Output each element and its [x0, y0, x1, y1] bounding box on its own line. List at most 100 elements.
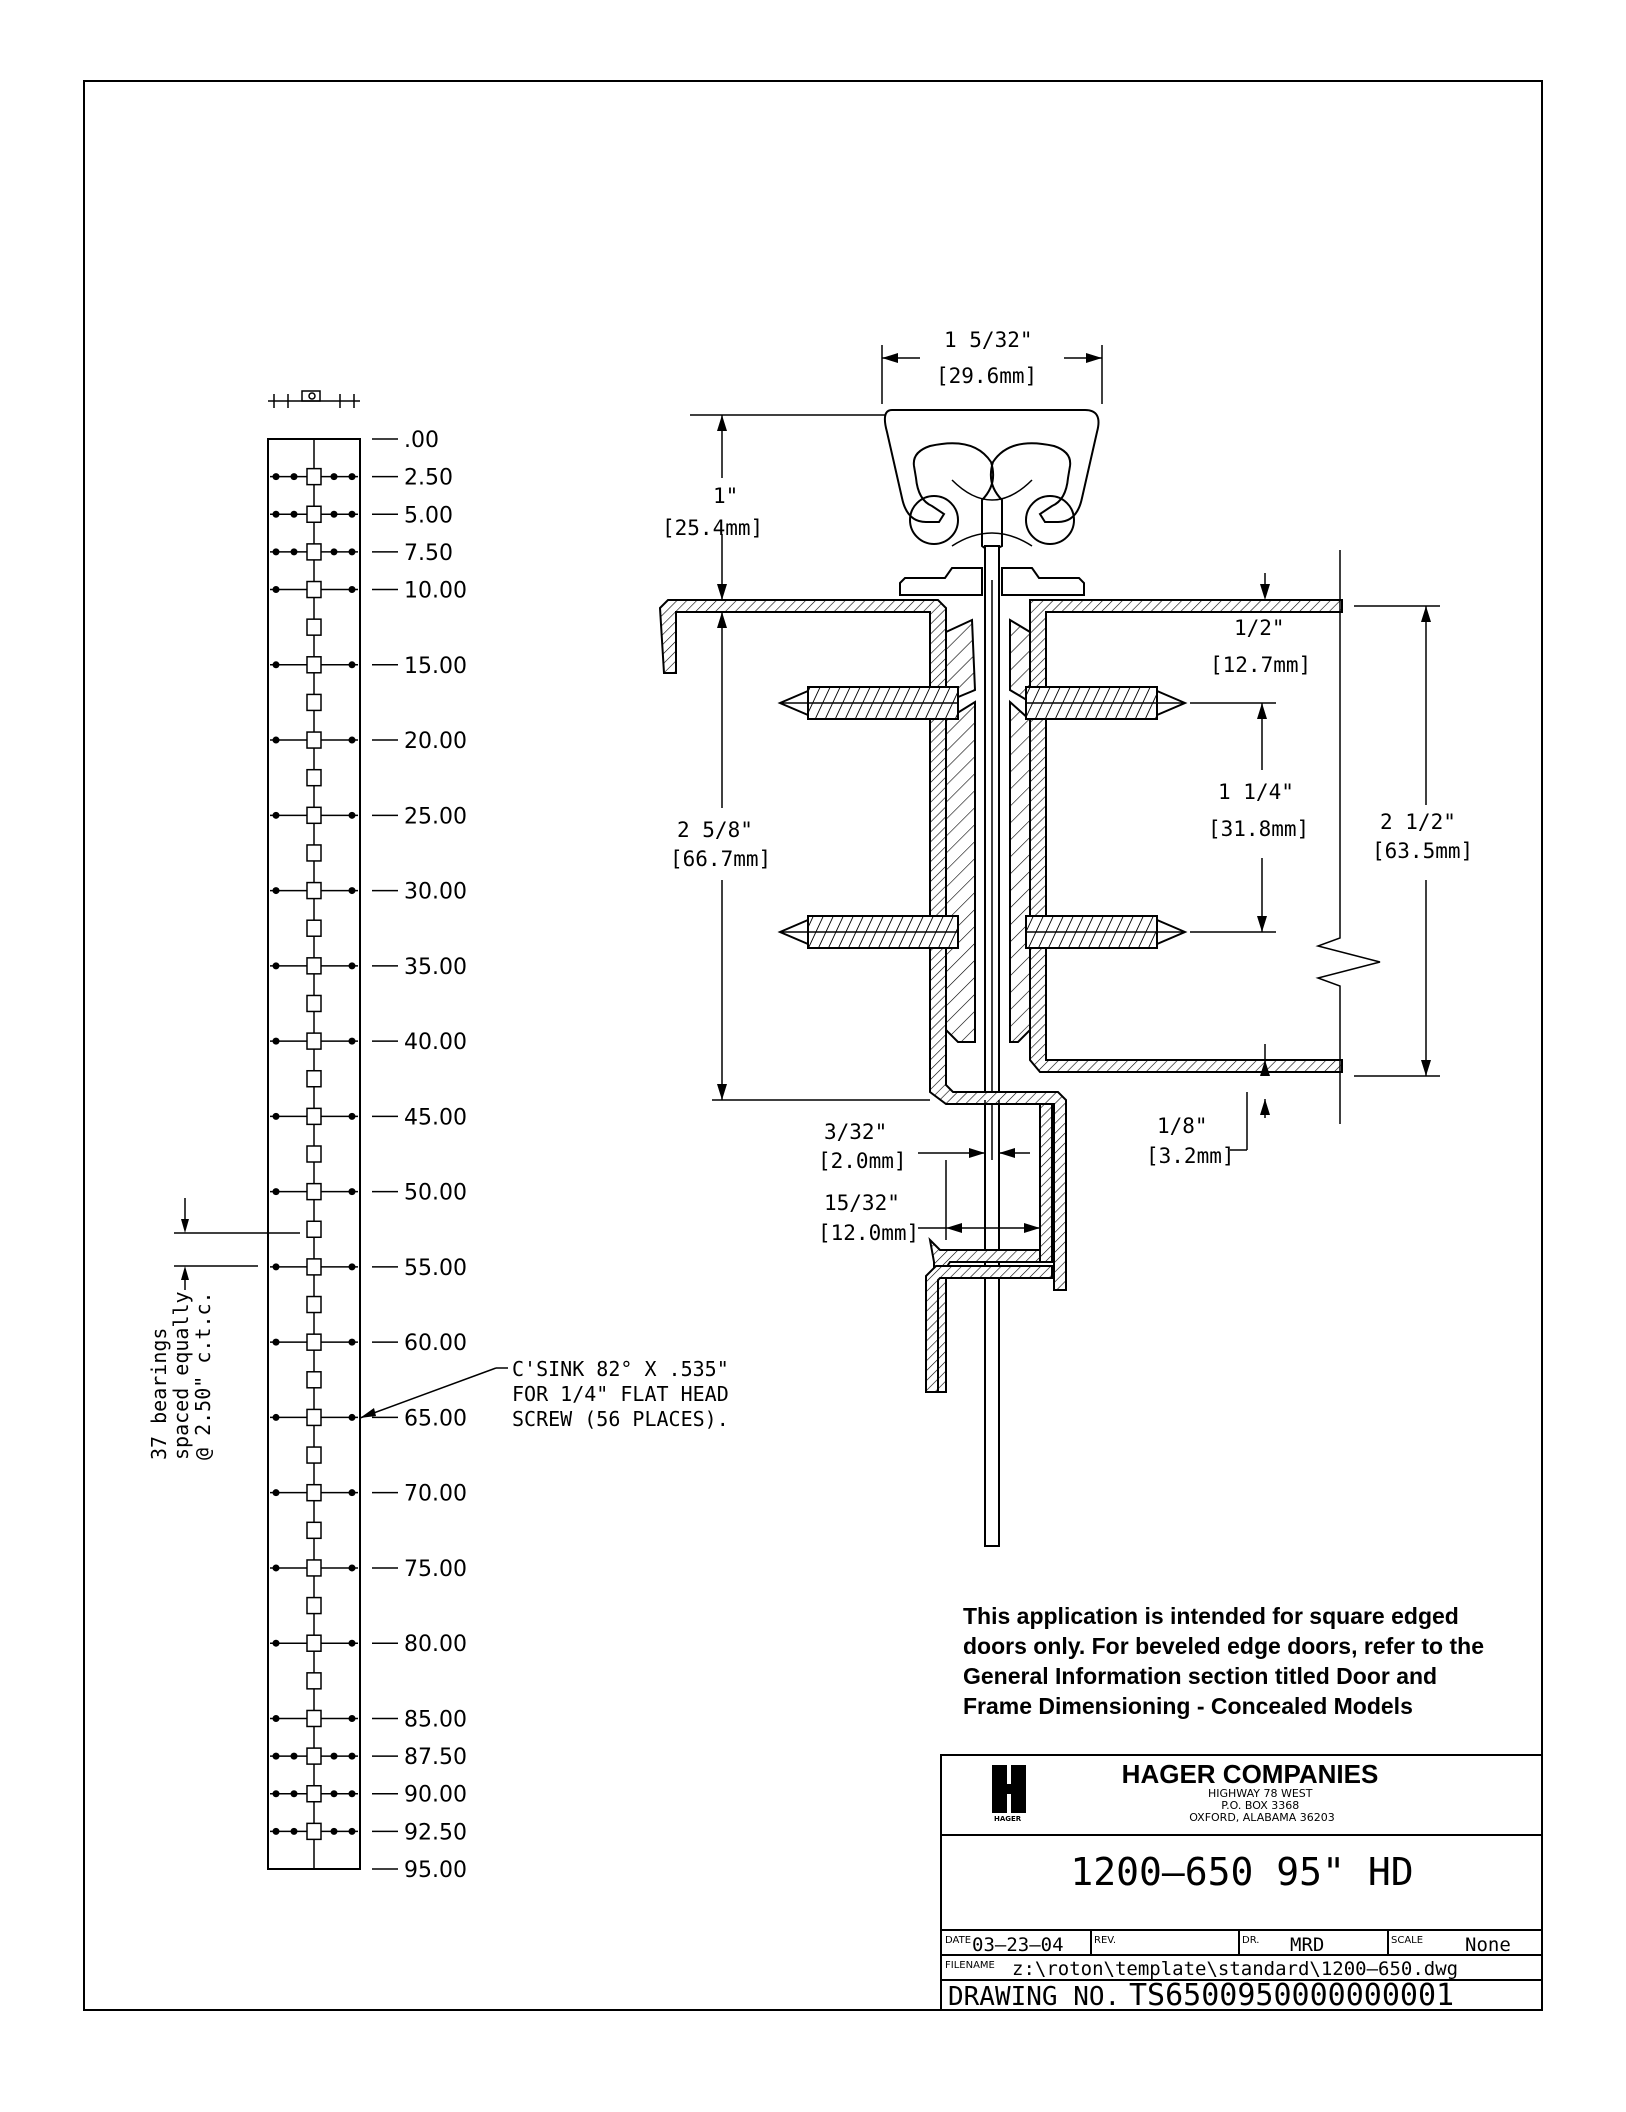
countersink-hole — [348, 661, 356, 669]
application-note: This application is intended for square … — [963, 1603, 1490, 1719]
bearing — [306, 731, 322, 749]
sheet-border — [83, 80, 1543, 2011]
station-label: 10.00 — [404, 579, 467, 604]
bearing — [306, 1032, 322, 1050]
countersink-hole — [330, 510, 338, 518]
countersink-hole — [348, 548, 356, 556]
station-label: 95.00 — [404, 1858, 467, 1883]
station-label: 75.00 — [404, 1557, 467, 1582]
station-mark: 60.00 — [270, 1331, 467, 1356]
bearing — [306, 806, 322, 825]
countersink-hole — [272, 1413, 280, 1421]
countersink-hole — [272, 586, 280, 594]
station-label: 7.50 — [404, 541, 453, 566]
station-mark: 10.00 — [270, 579, 467, 604]
knuckle-cover — [883, 409, 1100, 554]
svg-text:SCALE: SCALE — [1391, 1935, 1423, 1946]
bearing — [306, 1333, 322, 1351]
filename-value: z:\roton\template\standard\1200–650.dwg — [1012, 1958, 1458, 1980]
bearing — [306, 994, 322, 1013]
svg-text:DATE: DATE — [945, 1935, 971, 1946]
countersink-hole — [272, 1714, 280, 1722]
countersink-hole — [272, 661, 280, 669]
countersink-hole — [348, 473, 356, 481]
countersink-hole — [290, 1827, 298, 1835]
station-mark: 2.50 — [270, 466, 453, 491]
frame-left — [658, 599, 1067, 1291]
station-label: 87.50 — [404, 1745, 467, 1770]
dim-setback: 1/2" — [1234, 616, 1285, 640]
hinge-section-view — [658, 409, 1381, 1547]
countersink-hole — [330, 1790, 338, 1798]
drawing-number: TS6500950000000001 — [1129, 1978, 1454, 2013]
countersink-hole — [330, 1827, 338, 1835]
bearing — [306, 1408, 322, 1427]
svg-text:DR.: DR. — [1242, 1935, 1259, 1946]
scale-value: None — [1465, 1934, 1511, 1956]
station-label: 92.50 — [404, 1820, 467, 1845]
countersink-hole — [330, 1752, 338, 1760]
countersink-hole — [348, 1263, 356, 1271]
bearing — [306, 1371, 322, 1389]
bearing — [306, 505, 322, 524]
station-label: 30.00 — [404, 880, 467, 905]
countersink-hole — [348, 1489, 356, 1497]
countersink-hole — [272, 1037, 280, 1045]
station-mark: 7.50 — [270, 541, 453, 566]
bearing — [306, 768, 322, 787]
countersink-hole — [348, 1338, 356, 1346]
company-address: HIGHWAY 78 WEST P.O. BOX 3368 OXFORD, AL… — [1189, 1787, 1335, 1824]
station-mark: 35.00 — [270, 955, 467, 980]
countersink-hole — [272, 1112, 280, 1120]
dim-reveal: 1/8" — [1157, 1114, 1208, 1138]
countersink-hole — [348, 962, 356, 970]
svg-text:FILENAME: FILENAME — [945, 1960, 995, 1971]
countersink-hole — [348, 1564, 356, 1572]
station-mark: 40.00 — [270, 1030, 467, 1055]
bearing — [306, 1634, 322, 1652]
bearing — [306, 1709, 322, 1728]
station-label: 50.00 — [404, 1181, 467, 1206]
bearing — [306, 1596, 322, 1615]
bearing — [306, 881, 322, 900]
station-mark: 55.00 — [270, 1256, 467, 1281]
station-mark: 5.00 — [270, 503, 453, 528]
bearing — [306, 1784, 322, 1803]
station-label: 85.00 — [404, 1707, 467, 1732]
bearing-spacing-dimension — [174, 1198, 300, 1290]
station-label: 45.00 — [404, 1105, 467, 1130]
bearing — [306, 656, 322, 674]
countersink-hole — [348, 1037, 356, 1045]
bearing — [306, 1069, 322, 1088]
countersink-hole — [272, 1489, 280, 1497]
station-mark: 70.00 — [270, 1482, 467, 1507]
bearing — [306, 693, 322, 712]
countersink-hole — [348, 1827, 356, 1835]
station-label: 5.00 — [404, 503, 453, 528]
bearing — [306, 1107, 322, 1126]
station-mark: 85.00 — [270, 1707, 467, 1732]
date-value: 03–23–04 — [972, 1934, 1064, 1956]
bearing — [306, 467, 322, 486]
station-mark: 20.00 — [270, 729, 467, 754]
title-block: HAGER HAGER COMPANIES HIGHWAY 78 WEST P.… — [940, 1754, 1543, 2013]
svg-text:[66.7mm]: [66.7mm] — [670, 847, 771, 871]
countersink-hole — [348, 1790, 356, 1798]
break-line — [1315, 550, 1381, 1124]
filler-block-left — [945, 618, 977, 704]
hinge-strip-elevation: .002.505.007.5010.0015.0020.0025.0030.00… — [147, 390, 729, 1883]
station-label: 70.00 — [404, 1482, 467, 1507]
station-label: 25.00 — [404, 804, 467, 829]
drawn-by: MRD — [1290, 1934, 1324, 1956]
station-label: 90.00 — [404, 1783, 467, 1808]
countersink-hole — [272, 473, 280, 481]
countersink-hole — [272, 1338, 280, 1346]
svg-text:DRAWING NO.: DRAWING NO. — [948, 1982, 1120, 2012]
station-mark: 95.00 — [372, 1858, 467, 1883]
bearing — [306, 618, 322, 636]
svg-text:HAGER: HAGER — [994, 1815, 1022, 1823]
countersink-hole — [272, 1639, 280, 1647]
countersink-hole — [290, 548, 298, 556]
countersink-hole — [348, 1188, 356, 1196]
